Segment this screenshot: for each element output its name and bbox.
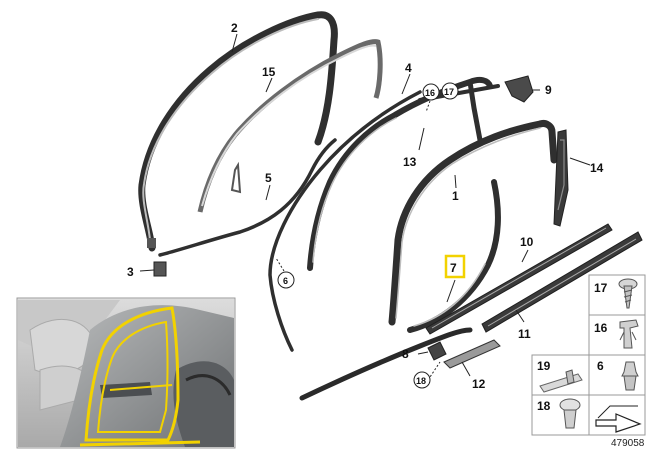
callout-7-highlight[interactable]: 7: [444, 254, 466, 279]
seal-part-6[interactable]: [268, 90, 422, 352]
svg-text:16: 16: [425, 88, 435, 98]
part-cell-16[interactable]: 16: [594, 319, 639, 349]
seal-part-10[interactable]: [425, 223, 613, 335]
circled-callout-16: 16: [422, 83, 440, 101]
callout-2: 2: [231, 21, 238, 35]
callout-4: 4: [405, 61, 412, 75]
part-number-17: 17: [594, 281, 608, 295]
part-cell-19[interactable]: 19: [537, 359, 583, 393]
callout-10: 10: [520, 235, 534, 249]
callout-7: 7: [450, 261, 457, 275]
seal-part-4[interactable]: [307, 76, 500, 271]
callout-labels: 2 15 4 13 9 14 5 1 3 10 11 8 12: [127, 21, 604, 391]
clip-part-3[interactable]: [153, 261, 167, 277]
highlight-door-seal: [84, 306, 180, 442]
part-cell-17[interactable]: 17: [594, 278, 638, 309]
callout-1: 1: [452, 189, 459, 203]
rivet-icon: [621, 361, 639, 391]
clip-icon: [619, 319, 639, 349]
leader-lines: [139, 33, 591, 381]
callout-14: 14: [590, 161, 604, 175]
highlight-inner-seal: [96, 320, 169, 433]
svg-text:6: 6: [283, 276, 288, 286]
circled-callout-6: 6: [277, 271, 295, 289]
svg-text:18: 18: [416, 376, 426, 386]
seal-part-11[interactable]: [481, 231, 643, 333]
callout-5: 5: [265, 171, 272, 185]
circled-callout-18: 18: [413, 371, 431, 389]
highlight-sill: [79, 440, 201, 447]
seal-part-5[interactable]: [158, 138, 337, 257]
callout-12: 12: [472, 377, 486, 391]
seal-part-15[interactable]: [197, 39, 383, 213]
callout-13: 13: [403, 155, 417, 169]
expanding-rivet-icon: [559, 398, 581, 429]
seal-part-7[interactable]: [407, 179, 501, 333]
part-number-18: 18: [537, 399, 551, 413]
callout-9: 9: [545, 83, 552, 97]
circled-callout-17: 17: [441, 82, 459, 100]
arrow-icon: [595, 405, 642, 433]
seal-part-12[interactable]: [299, 327, 501, 401]
seal-part-9[interactable]: [504, 75, 534, 103]
part-number-6: 6: [597, 359, 604, 373]
seal-part-14[interactable]: [553, 129, 569, 227]
fastener-icon: [539, 369, 583, 393]
seal-part-8[interactable]: [427, 341, 447, 361]
seal-part-1[interactable]: [388, 120, 558, 326]
part-number-16: 16: [594, 321, 608, 335]
part-number-19: 19: [537, 359, 551, 373]
callout-11: 11: [518, 327, 531, 341]
callout-15: 15: [262, 65, 276, 79]
part-cell-6[interactable]: 6: [597, 359, 639, 391]
seal-part-2[interactable]: [138, 11, 338, 252]
highlight-window: [109, 384, 173, 391]
screw-icon: [618, 278, 638, 309]
svg-text:17: 17: [444, 87, 454, 97]
car-thumbnail: [16, 297, 236, 449]
part-cell-18[interactable]: 18: [537, 398, 581, 429]
doc-number: 479058: [611, 438, 645, 449]
callout-8: 8: [402, 347, 409, 361]
callout-3: 3: [127, 265, 134, 279]
parts-grid: 17 16 19 6: [531, 274, 646, 436]
